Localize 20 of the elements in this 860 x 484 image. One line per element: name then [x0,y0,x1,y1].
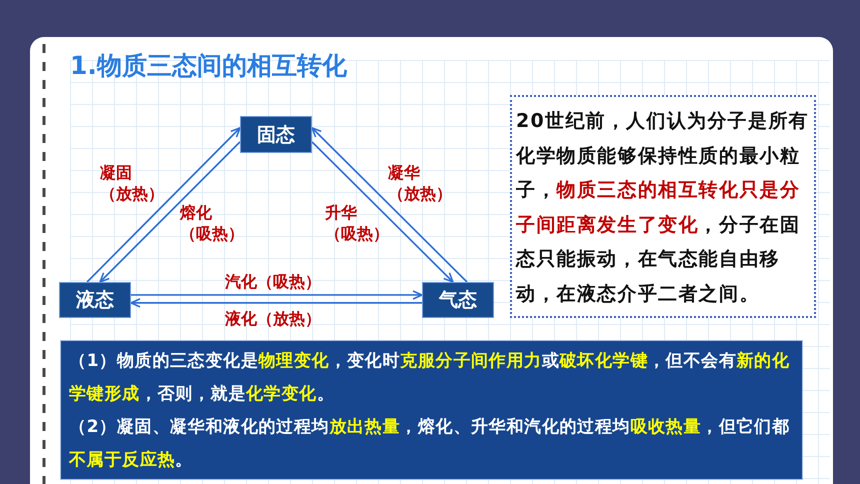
edge-label: 汽化（吸热） [225,271,321,292]
edge-label: 熔化（吸热） [180,202,244,244]
summary-panel [60,340,803,480]
arrow [86,127,241,283]
arrow [130,298,422,308]
note-box: 20世纪前，人们认为分子是所有化学物质能够保持性质的最小粒子，物质三态的相互转化只是分子间距离发生了变化，分子在固态只能振动，在气态能自由移动，在液态介乎二者之间。 [510,95,816,318]
note-paragraph: （1）物质的三态变化是物理变化，变化时克服分子间作用力或破坏化学键，但不会有新的化学键形成，否则，就是化学变化。 [69,350,791,406]
state-box: 液态 [59,282,131,318]
note-paragraph: （2）凝固、凝华和液化的过程均放出热量，熔化、升华和汽化的过程均吸收热量，但它们都不属于反应热。 [69,416,791,472]
state-box: 气态 [422,282,494,318]
arrow [131,290,423,300]
edge-label: 液化（放热） [225,308,321,329]
arrow [311,127,468,283]
arrow [99,141,241,283]
arrow [311,141,454,283]
edge-label: 凝华（放热） [388,162,452,204]
edge-label: 凝固（放热） [100,162,164,204]
diagram-title: 1.物质三态间的相互转化 [70,50,347,82]
edge-label: 升华（吸热） [325,202,389,244]
state-box: 固态 [240,116,312,153]
